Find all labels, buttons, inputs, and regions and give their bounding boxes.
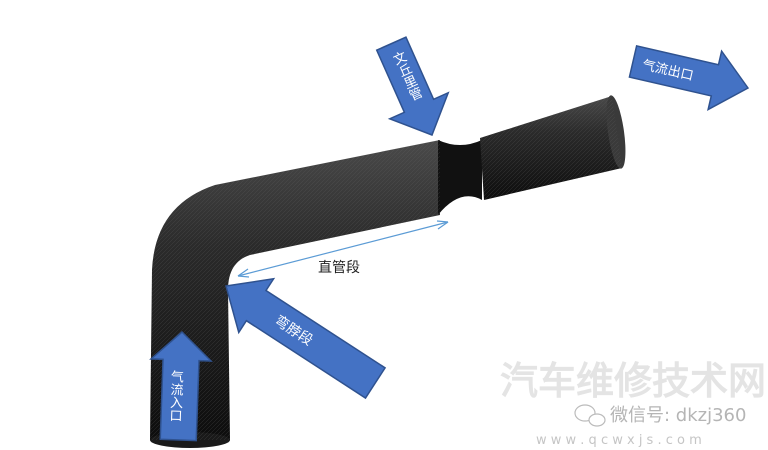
venturi-neck — [438, 140, 482, 215]
bend-arrow: 弯脖段 — [225, 277, 387, 400]
inlet-label: 气流入口 — [166, 369, 183, 423]
watermark: 汽车维修技术网 微信号: dkzj360 w w w . q c w x j s… — [500, 359, 766, 448]
outlet-arrow: 气流出口 — [628, 44, 750, 112]
inlet-arrow: 气流入口 — [149, 330, 213, 442]
watermark-wechat: 微信号: dkzj360 — [610, 405, 746, 426]
straight-dimension: 直管段 — [237, 220, 449, 278]
watermark-site-name: 汽车维修技术网 — [500, 359, 766, 403]
venturi-arrow: 文丘里管 — [375, 36, 450, 136]
wechat-icon — [574, 404, 606, 427]
straight-label: 直管段 — [318, 259, 360, 276]
watermark-url: w w w . q c w x j s . c o m — [536, 433, 702, 448]
pipe-mesh — [150, 95, 626, 448]
